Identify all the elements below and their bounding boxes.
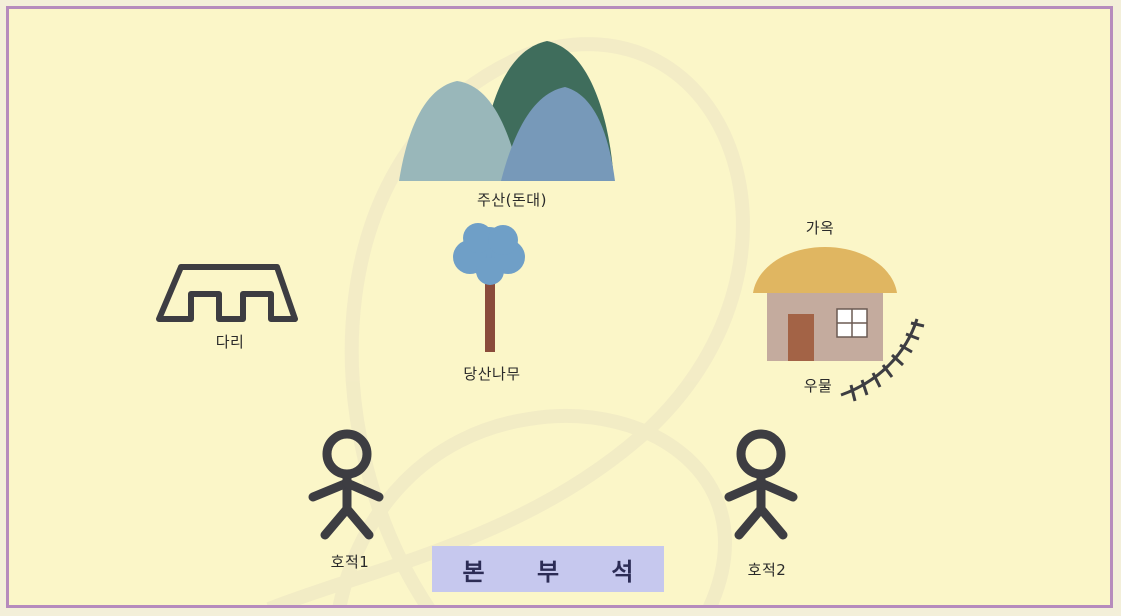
label-bridge: 다리 bbox=[215, 333, 245, 351]
watermark-curves bbox=[266, 37, 750, 605]
house-icon bbox=[753, 247, 897, 361]
label-guardian1: 호적1 bbox=[330, 553, 370, 571]
mountain-icon bbox=[399, 41, 615, 181]
label-well: 우물 bbox=[803, 377, 833, 395]
main-seat-label: 본 부 석 bbox=[432, 546, 664, 592]
label-house: 가옥 bbox=[805, 219, 835, 237]
person-icon-guardian2 bbox=[724, 429, 798, 540]
tree-icon bbox=[453, 223, 525, 352]
label-mountain: 주산(돈대) bbox=[477, 191, 547, 209]
label-tree: 당산나무 bbox=[463, 365, 521, 383]
bridge-icon bbox=[156, 264, 298, 322]
label-guardian2: 호적2 bbox=[747, 561, 787, 579]
person-icon-guardian1 bbox=[308, 429, 384, 540]
village-layout-diagram bbox=[156, 37, 925, 605]
well-icon bbox=[840, 318, 925, 402]
diagram-frame: 주산(돈대) 가옥 다리 당산나무 우물 호적1 호적2 본 부 석 bbox=[6, 6, 1113, 608]
